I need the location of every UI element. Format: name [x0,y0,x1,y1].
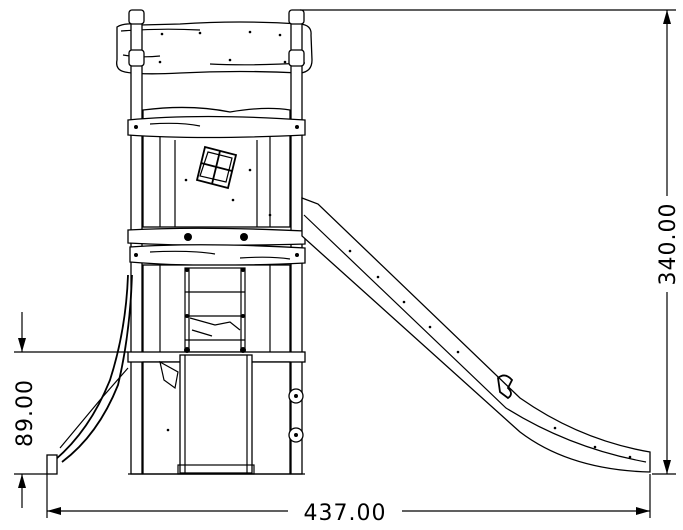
platform-height-dimension: 89.00 [13,312,128,508]
platform-height-label: 89.00 [13,379,38,447]
height-dimension: 340.00 [300,9,681,475]
slide [301,197,651,473]
total-width-label: 437.00 [304,501,387,526]
total-height-label: 340.00 [656,203,681,286]
upper-wall-panel [127,106,306,228]
roof-sign-board [116,21,313,75]
window-icon [195,145,238,190]
width-dimension: 437.00 [46,474,651,526]
left-climbing-element [46,274,179,475]
middle-beams [127,227,306,266]
lower-wall-panel [142,264,291,354]
tower-base [127,347,306,475]
